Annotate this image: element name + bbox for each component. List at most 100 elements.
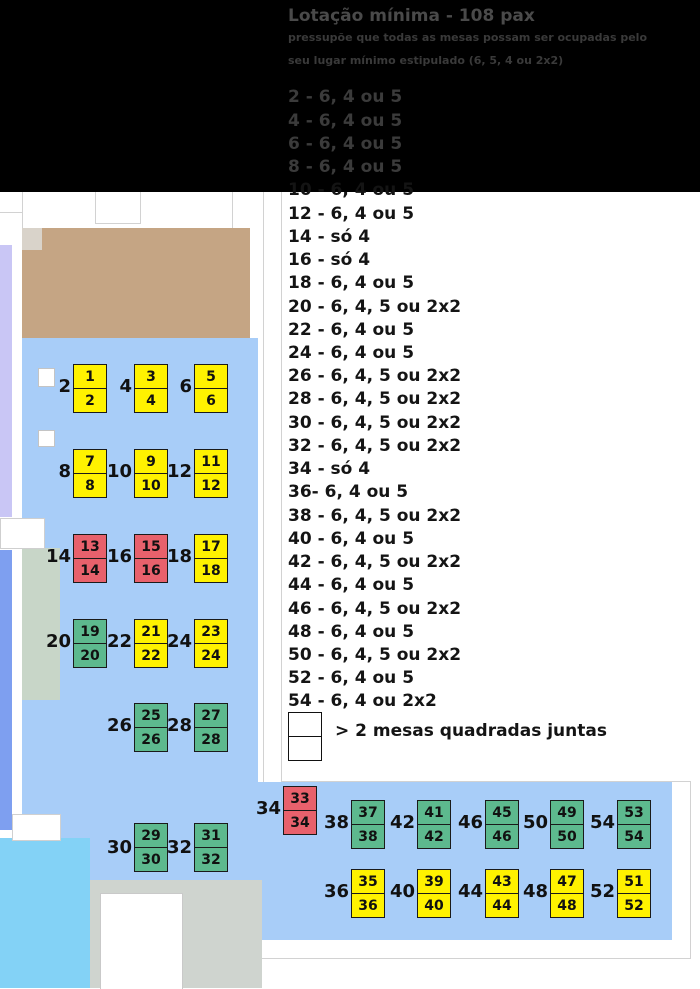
dining-floor-main [22,338,258,880]
white-block [100,893,183,989]
table-number-top: 9 [146,453,156,470]
rule-item: 16 - só 4 [288,250,371,271]
table-53-54: 53 54 [617,800,651,849]
table-number-bottom: 4 [135,388,167,412]
table-label: 40 [389,881,415,902]
wall-line [281,781,691,782]
table-25-26: 25 26 [134,703,168,752]
table-number-bottom: 14 [74,558,106,582]
rule-item: 34 - só 4 [288,459,371,480]
table-15-16: 15 16 [134,534,168,583]
rule-item: 28 - 6, 4, 5 ou 2x2 [288,389,462,410]
table-number-bottom: 42 [418,824,450,848]
table-number-top: 39 [424,873,444,890]
table-number-top: 25 [141,707,161,724]
wall-line [281,192,282,782]
wall-line [95,223,140,224]
table-39-40: 39 40 [417,869,451,918]
table-label: 28 [166,715,192,736]
table-29-30: 29 30 [134,823,168,872]
table-label: 22 [106,631,132,652]
table-label: 20 [45,631,71,652]
table-43-44: 43 44 [485,869,519,918]
table-number-top: 13 [80,538,100,555]
table-number-top: 35 [358,873,378,890]
rule-item: 20 - 6, 4, 5 ou 2x2 [288,296,462,317]
rule-item: 44 - 6, 4 ou 5 [288,575,415,596]
rule-item: 38 - 6, 4, 5 ou 2x2 [288,505,462,526]
table-number-top: 41 [424,804,444,821]
rule-item: 50 - 6, 4, 5 ou 2x2 [288,645,462,666]
rule-item: 36- 6, 4 ou 5 [288,482,409,503]
wall-line [690,781,691,959]
table-label: 6 [179,376,192,397]
table-number-top: 45 [492,804,512,821]
table-label: 50 [522,812,548,833]
table-number-bottom: 46 [486,824,518,848]
page-title: Lotação mínima - 108 pax [288,6,535,26]
table-number-bottom: 18 [195,558,227,582]
terrace-area [22,228,250,338]
table-number-top: 1 [85,368,95,385]
left-fixture [22,548,60,700]
wall-line [263,192,264,782]
table-21-22: 21 22 [134,619,168,668]
table-23-24: 23 24 [194,619,228,668]
table-number-bottom: 52 [618,893,650,917]
table-label: 38 [323,812,349,833]
rule-item: 18 - 6, 4 ou 5 [288,273,415,294]
table-number-top: 5 [206,368,216,385]
table-label: 54 [589,812,615,833]
rule-item: 48 - 6, 4 ou 5 [288,621,415,642]
top-band [0,0,700,192]
table-number-top: 19 [80,623,100,640]
table-37-38: 37 38 [351,800,385,849]
white-block [12,814,61,841]
table-number-bottom: 20 [74,643,106,667]
table-9-10: 9 10 [134,449,168,498]
rule-item: 24 - 6, 4 ou 5 [288,342,415,363]
rule-item: 52 - 6, 4 ou 5 [288,668,415,689]
table-label: 30 [106,837,132,858]
rule-item: 26 - 6, 4, 5 ou 2x2 [288,366,462,387]
table-33-34: 33 34 [283,786,317,835]
rule-item: 2 - 6, 4 ou 5 [288,87,403,108]
table-number-bottom: 34 [284,810,316,834]
table-number-bottom: 2 [74,388,106,412]
table-number-top: 33 [290,790,310,807]
rule-item: 30 - 6, 4, 5 ou 2x2 [288,412,462,433]
table-number-top: 23 [201,623,221,640]
table-label: 44 [457,881,483,902]
cyan-area [0,838,90,988]
table-number-bottom: 48 [551,893,583,917]
table-number-bottom: 54 [618,824,650,848]
rule-item: 32 - 6, 4, 5 ou 2x2 [288,435,462,456]
rule-item: 46 - 6, 4, 5 ou 2x2 [288,598,462,619]
table-51-52: 51 52 [617,869,651,918]
table-number-top: 31 [201,827,221,844]
table-number-top: 51 [624,873,644,890]
table-label: 36 [323,881,349,902]
table-49-50: 49 50 [550,800,584,849]
table-41-42: 41 42 [417,800,451,849]
table-number-bottom: 12 [195,473,227,497]
table-1-2: 1 2 [73,364,107,413]
table-11-12: 11 12 [194,449,228,498]
table-7-8: 7 8 [73,449,107,498]
table-17-18: 17 18 [194,534,228,583]
table-number-top: 47 [557,873,577,890]
window-strip-lavender [0,245,12,517]
rule-item: 8 - 6, 4 ou 5 [288,157,403,178]
table-label: 10 [106,461,132,482]
rule-item: 40 - 6, 4 ou 5 [288,528,415,549]
table-label: 32 [166,837,192,858]
table-number-top: 17 [201,538,221,555]
rule-item: 4 - 6, 4 ou 5 [288,110,403,131]
table-47-48: 47 48 [550,869,584,918]
table-number-top: 15 [141,538,161,555]
wall-line [0,212,22,213]
table-number-top: 27 [201,707,221,724]
table-number-bottom: 50 [551,824,583,848]
legend-label: > 2 mesas quadradas juntas [335,720,607,741]
table-31-32: 31 32 [194,823,228,872]
